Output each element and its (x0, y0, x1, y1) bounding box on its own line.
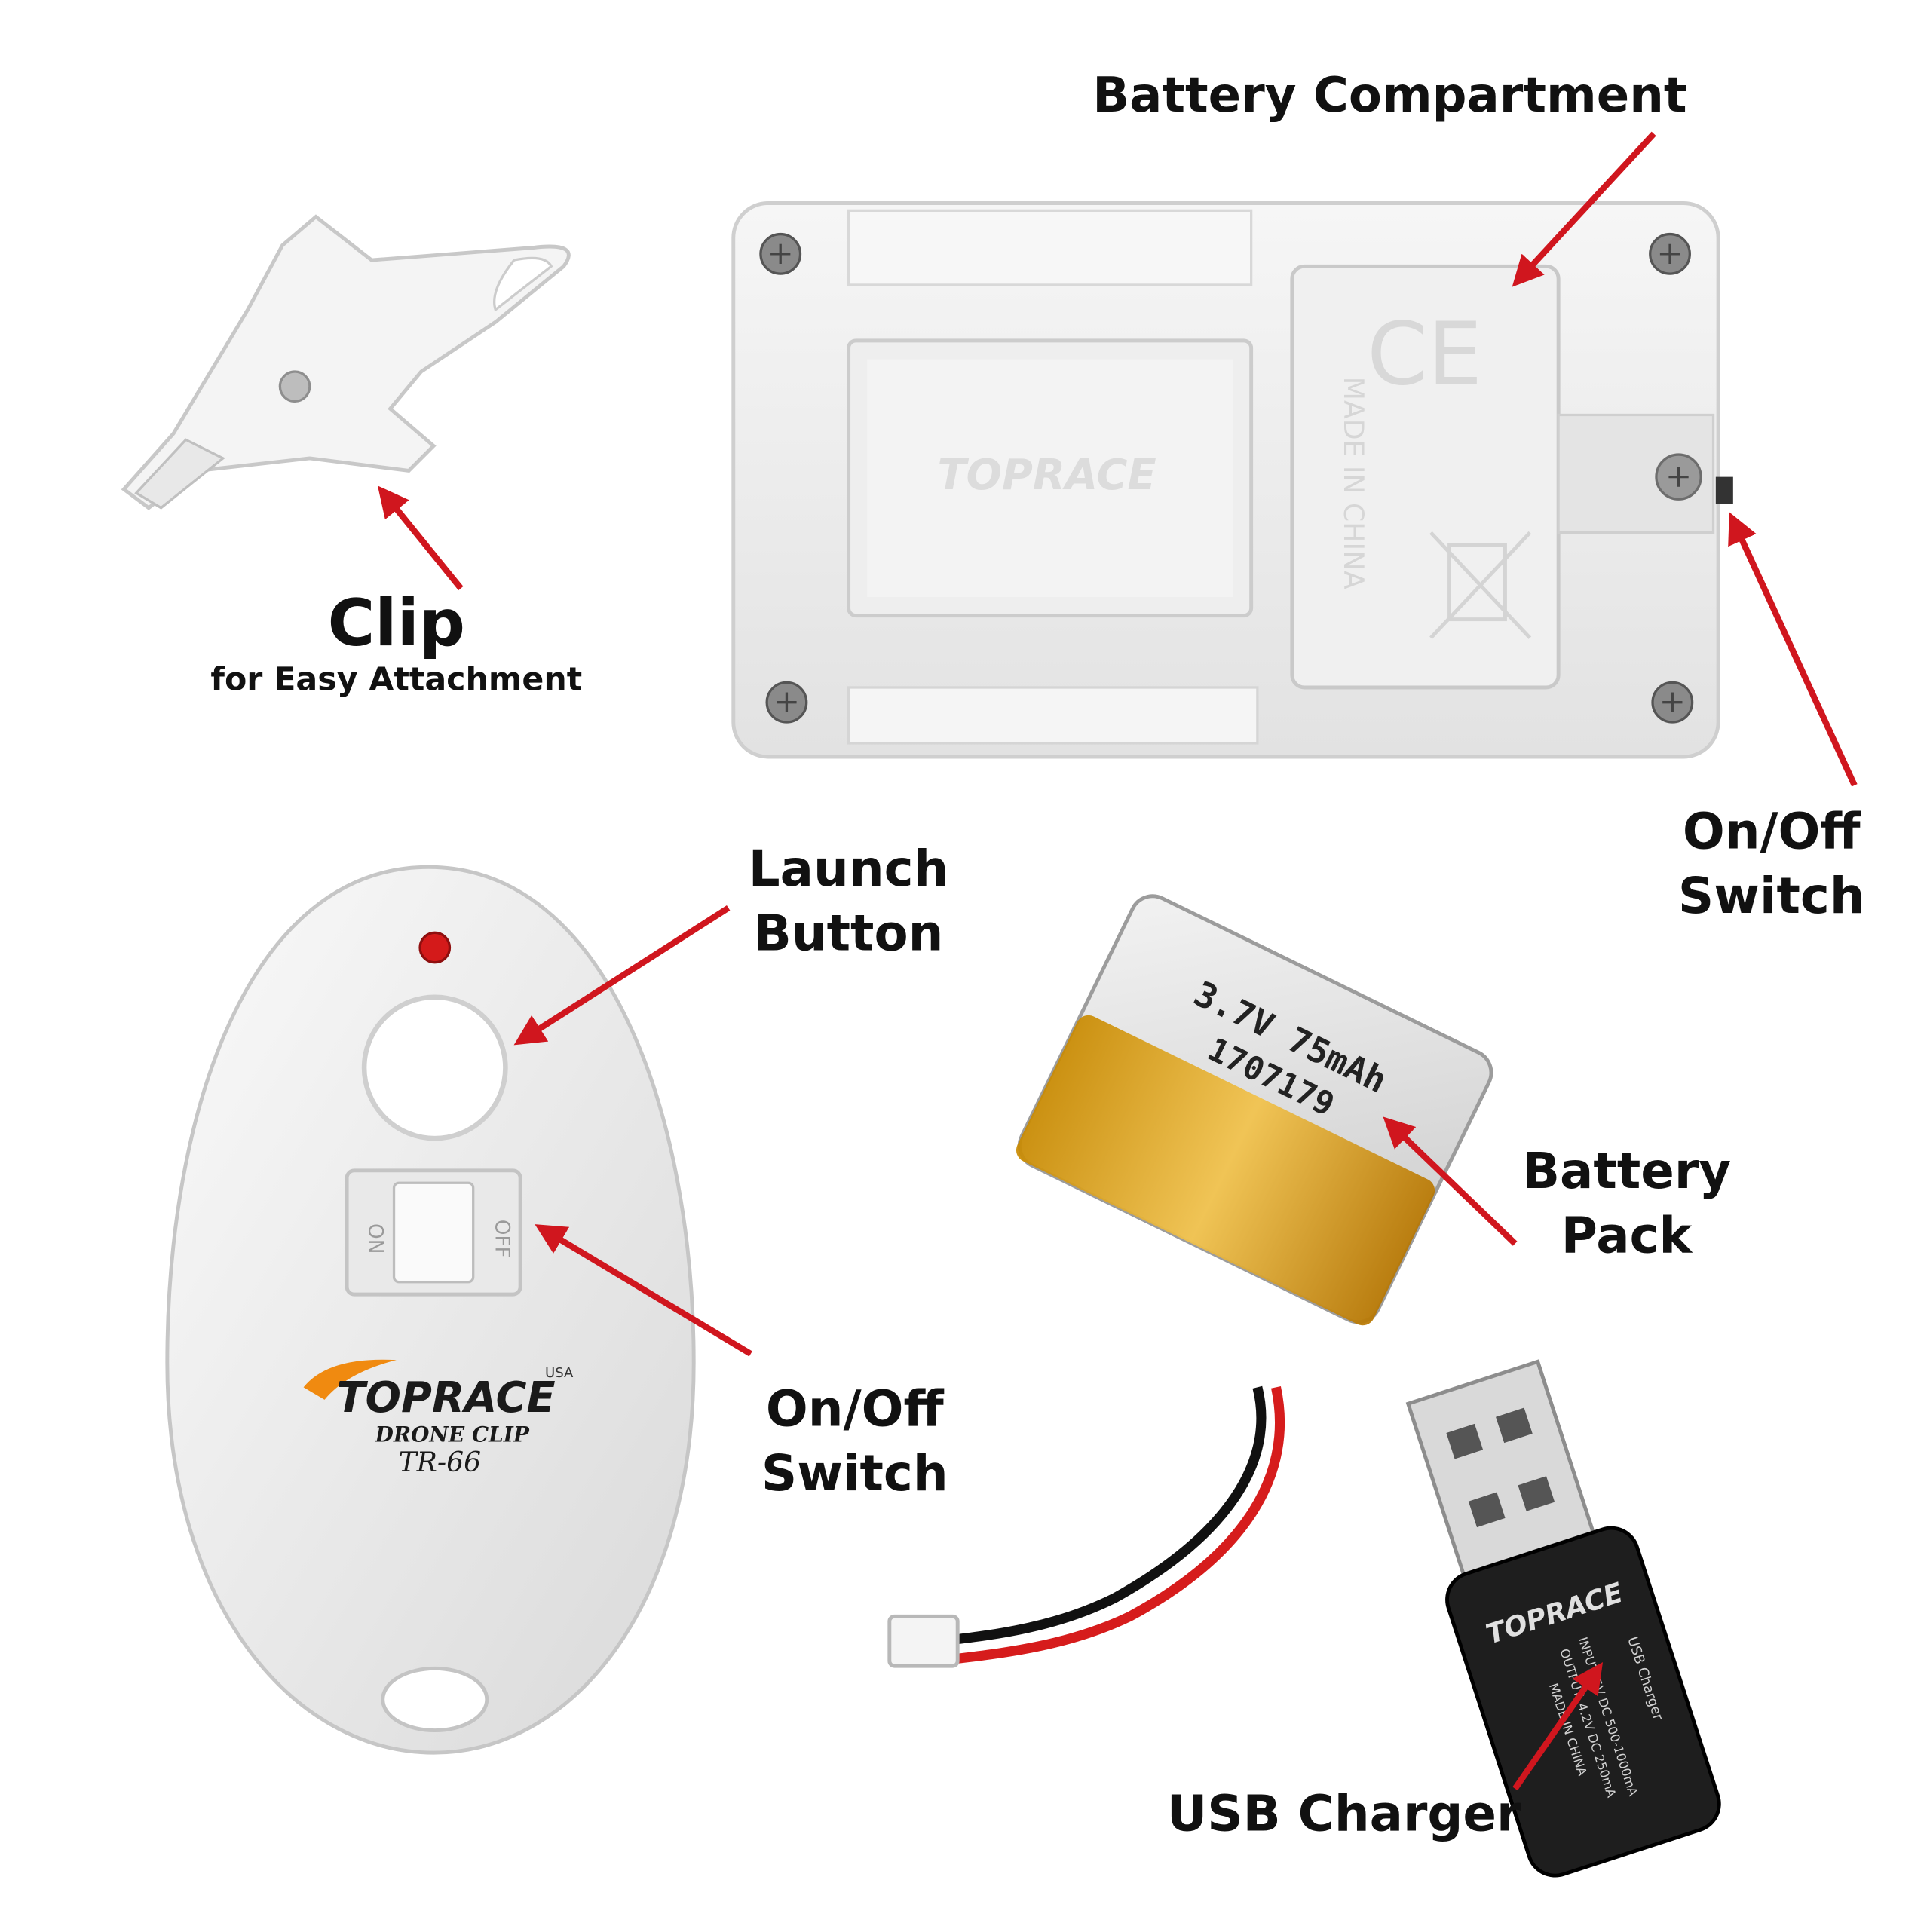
onoff-switch-panel-arrow (1732, 518, 1855, 785)
launch-button-label: Launch Button (737, 845, 960, 959)
battery-pack-line1: Battery (1509, 1147, 1744, 1197)
clip-subtitle: for Easy Attachment (185, 664, 607, 697)
launch-button-line1: Launch (737, 845, 960, 895)
battery-pack-line2: Pack (1509, 1211, 1744, 1261)
svg-text:TR-66: TR-66 (399, 1446, 482, 1478)
svg-text:USA: USA (545, 1365, 574, 1381)
onoff-switch-panel-label: On/Off Switch (1660, 807, 1883, 921)
onoff-switch-panel-line2: Switch (1660, 872, 1883, 922)
clip-arrow (381, 491, 461, 589)
svg-text:MADE IN CHINA: MADE IN CHINA (1337, 377, 1370, 589)
onoff-switch-panel-line1: On/Off (1660, 807, 1883, 857)
remote-controller: ON OFF TOPRACE USA DRONE CLIP TR-66 (167, 867, 694, 1753)
svg-text:TOPRACE: TOPRACE (336, 1373, 555, 1422)
battery-pack: 3.7V 75mAh 1707179 (890, 889, 1499, 1666)
onoff-switch-remote-line1: On/Off (743, 1385, 967, 1434)
onoff-switch-remote-label: On/Off Switch (743, 1385, 967, 1499)
svg-text:TOPRACE: TOPRACE (937, 451, 1156, 500)
clip-accessory (124, 217, 568, 508)
battery-compartment-panel: TOPRACE CE MADE IN CHINA (734, 203, 1733, 757)
svg-text:DRONE CLIP: DRONE CLIP (375, 1422, 530, 1447)
launch-button-line2: Button (737, 909, 960, 959)
remote-switch-off-label: OFF (490, 1220, 513, 1258)
battery-compartment-label: Battery Compartment (1092, 72, 1686, 120)
battery-pack-label: Battery Pack (1509, 1147, 1744, 1261)
onoff-switch-remote-line2: Switch (743, 1450, 967, 1499)
remote-switch-on-label: ON (364, 1223, 387, 1254)
clip-label: Clip for Easy Attachment (185, 592, 607, 696)
usb-charger-label: USB Charger (1167, 1790, 1521, 1839)
clip-title: Clip (185, 592, 607, 656)
svg-text:CE: CE (1367, 304, 1482, 405)
